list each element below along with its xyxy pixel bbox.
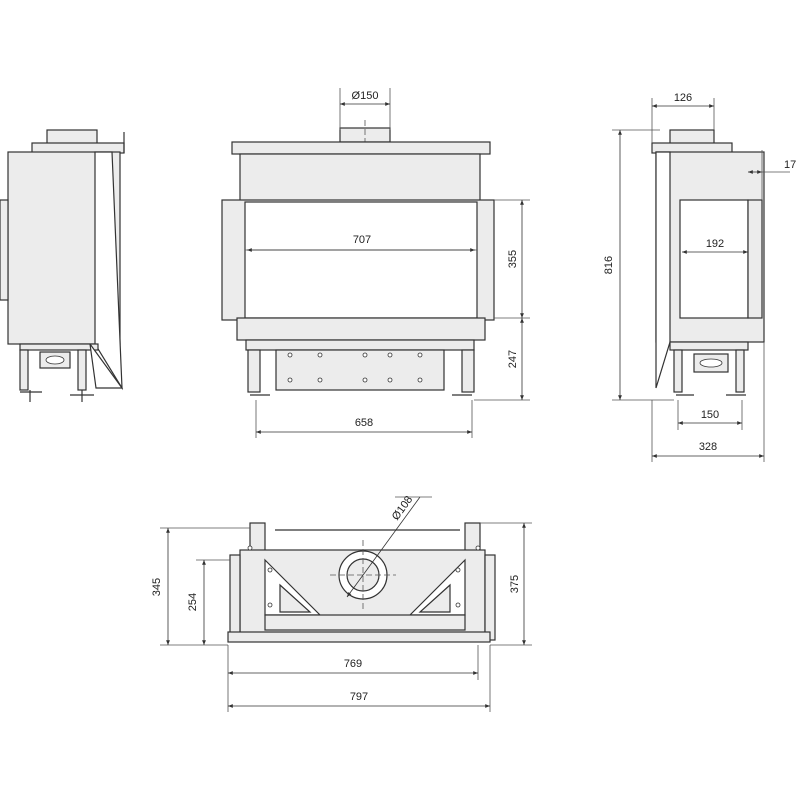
dim-bottom-width-inner: 769 — [344, 658, 362, 670]
dim-flue-diameter-top: Ø150 — [352, 90, 379, 102]
dim-side-depth: 328 — [699, 441, 717, 453]
right-side-view — [651, 129, 765, 396]
dim-side-offset: 17 — [784, 159, 796, 171]
bottom-bolts — [247, 545, 481, 608]
dim-side-glass-width: 192 — [706, 238, 724, 250]
dim-front-base-height: 247 — [507, 350, 519, 368]
dim-side-flue-width: 126 — [674, 92, 692, 104]
dim-front-feet-span: 658 — [355, 417, 373, 429]
dim-side-feet-span: 150 — [701, 409, 719, 421]
left-side-view — [0, 129, 125, 402]
front-view — [221, 120, 495, 396]
dim-bottom-height-right: 375 — [509, 575, 521, 593]
dim-front-glass-height: 355 — [507, 250, 519, 268]
dim-overall-height: 816 — [603, 256, 615, 274]
dim-front-glass-width: 707 — [353, 234, 371, 246]
dim-bottom-height-inner: 254 — [187, 593, 199, 611]
dimension-lines — [160, 88, 790, 712]
dim-bottom-height-outer: 345 — [151, 578, 163, 596]
front-bolts — [287, 352, 423, 383]
bottom-view — [227, 522, 496, 643]
dim-bottom-width-outer: 797 — [350, 691, 368, 703]
